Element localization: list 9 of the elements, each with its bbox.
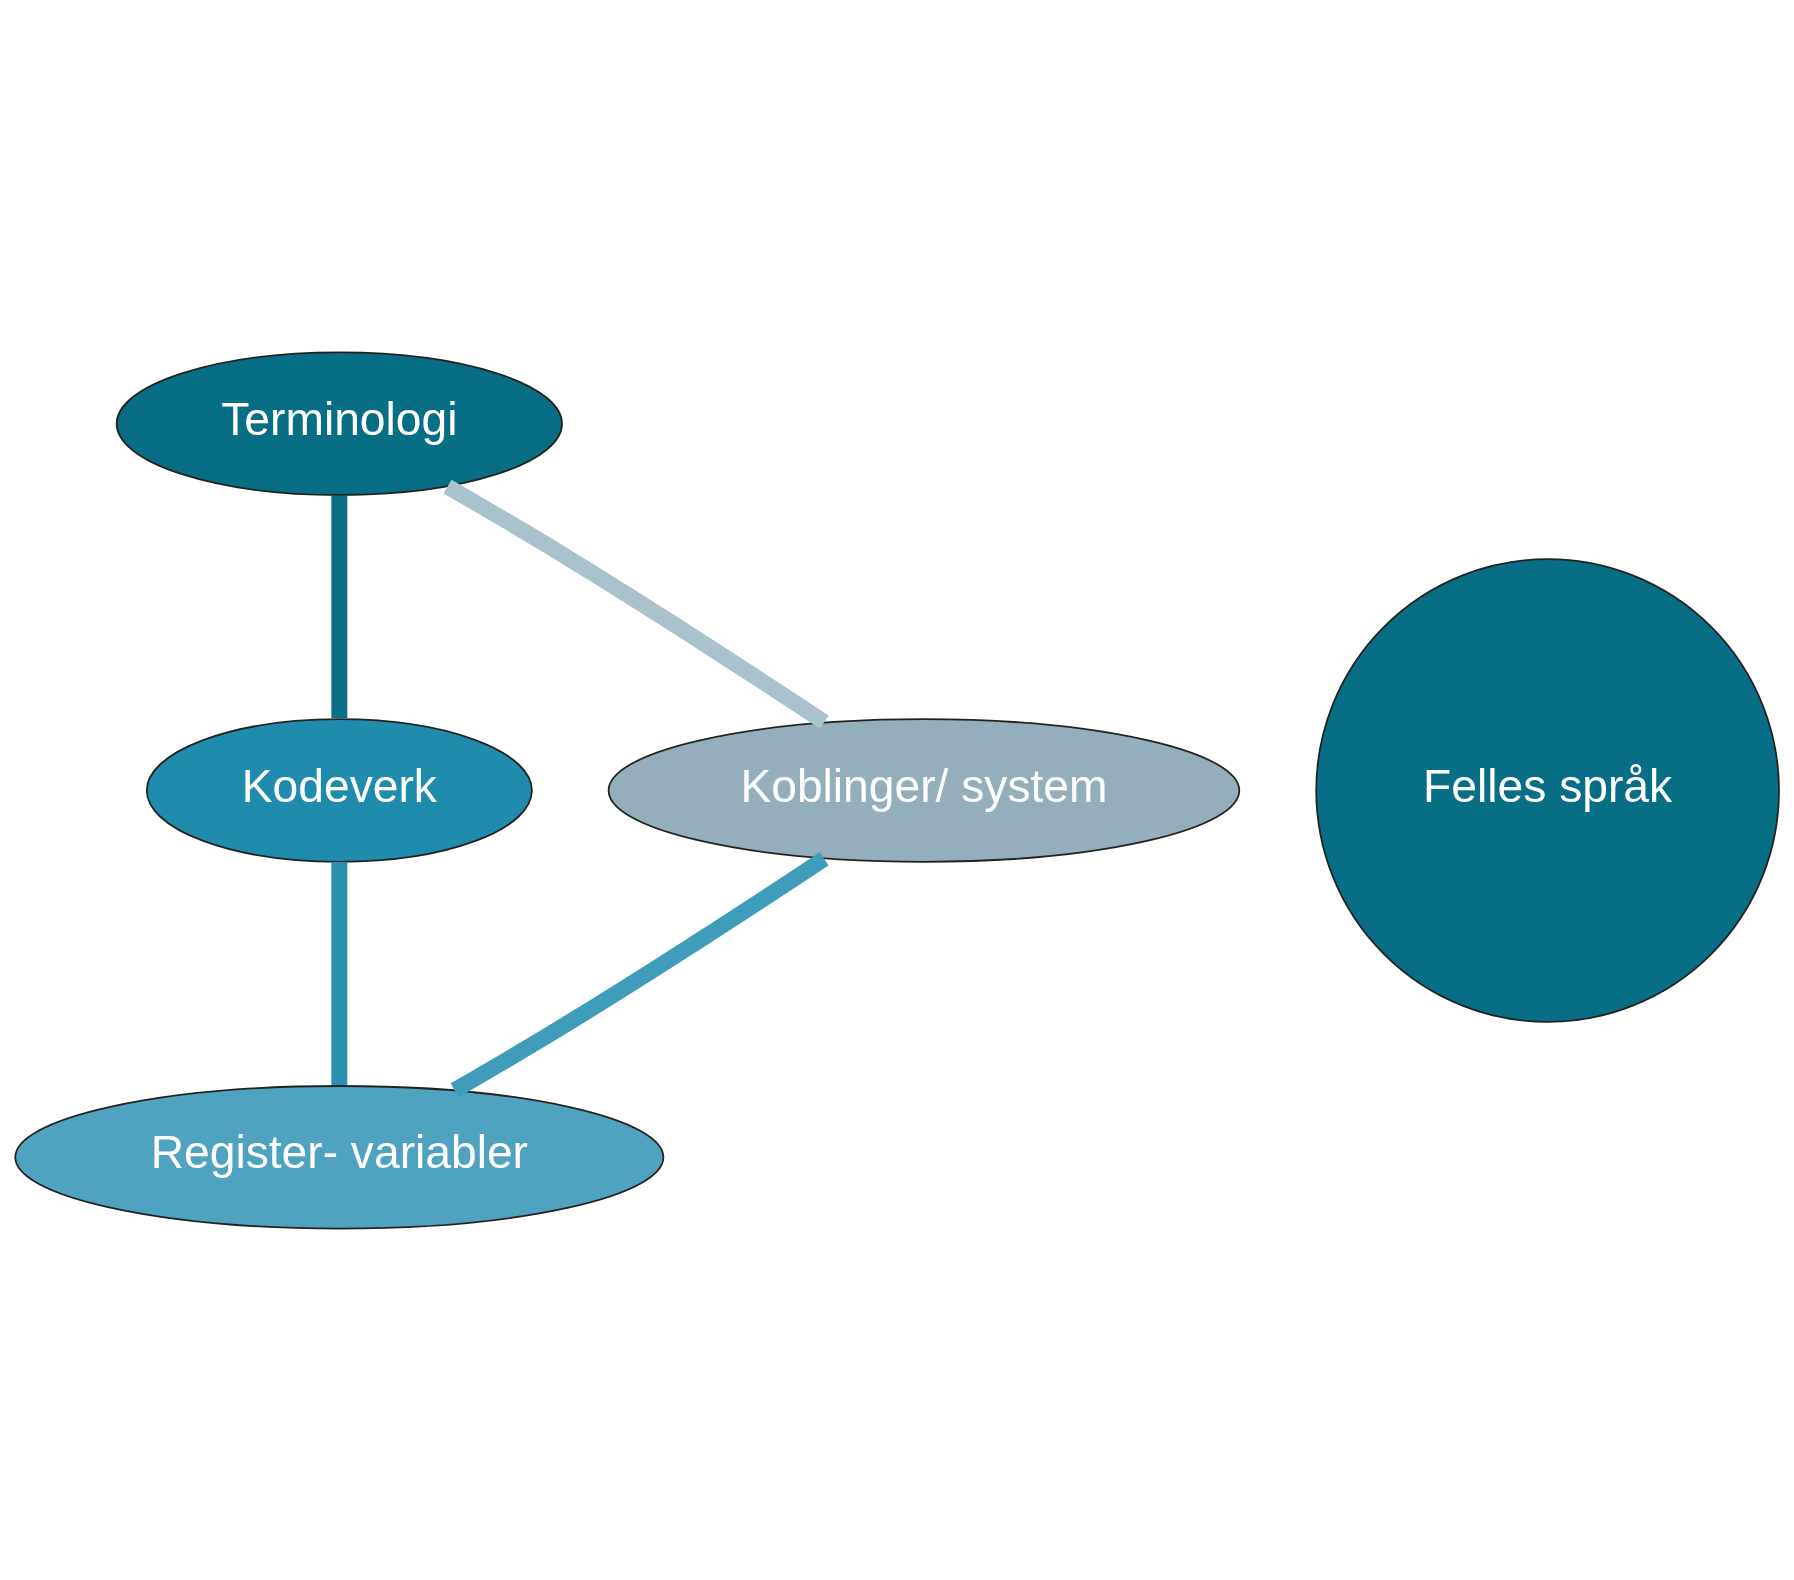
node-circle: Felles språk bbox=[1315, 557, 1780, 1023]
node-ellipse: Register- variabler bbox=[14, 1084, 665, 1229]
node-ellipse: Terminologi bbox=[115, 351, 563, 496]
connector bbox=[443, 479, 829, 729]
node-ellipse: Kodeverk bbox=[145, 717, 533, 863]
connector bbox=[331, 861, 348, 1085]
node-ellipse: Koblinger/ system bbox=[607, 717, 1241, 863]
connector bbox=[450, 851, 829, 1097]
connector bbox=[331, 495, 348, 718]
